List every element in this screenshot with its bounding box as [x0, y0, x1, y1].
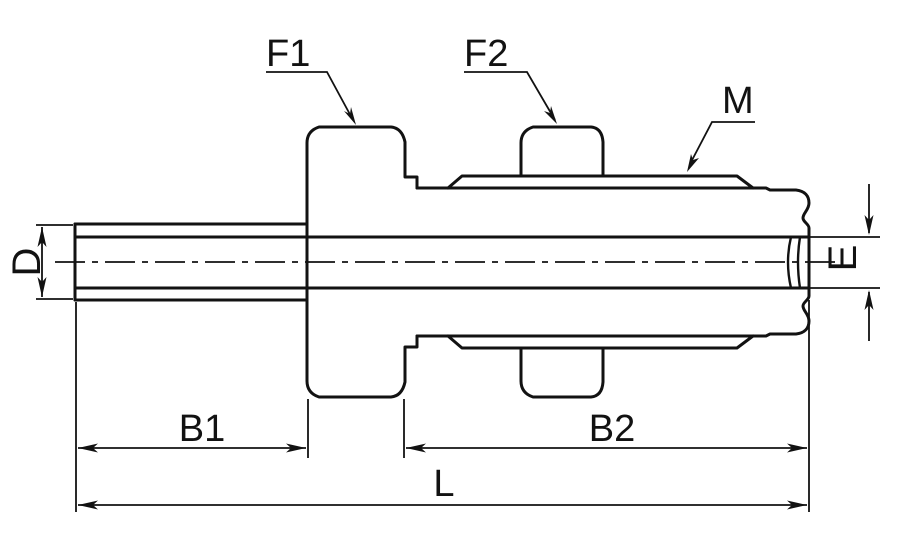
dimension-d: D: [5, 224, 73, 300]
l-arrow-right: [787, 500, 807, 510]
callout-f1: F1: [266, 33, 356, 125]
d-arrow-down: [37, 277, 47, 297]
e-arrow-up: [864, 290, 874, 310]
part-view: [55, 125, 835, 399]
hex1-outline: [305, 125, 419, 264]
callout-m: M: [687, 80, 755, 172]
b1-arrow-right: [286, 443, 306, 453]
hex2-outline: [519, 125, 605, 178]
f2-arrow: [544, 106, 557, 124]
f1-leader: [266, 71, 354, 121]
m-label: M: [722, 80, 754, 122]
d-label: D: [5, 248, 49, 277]
d-extension-lines: [36, 224, 73, 300]
l-arrow-left: [78, 500, 98, 510]
b2-arrow-left: [406, 443, 426, 453]
e-extension-lines: [809, 236, 880, 289]
thread-outline: [446, 174, 755, 190]
callout-f2: F2: [464, 33, 557, 124]
m-arrow: [687, 154, 699, 172]
b2-label: B2: [589, 408, 635, 450]
b2-arrow-right: [787, 443, 807, 453]
e-label: E: [821, 245, 865, 272]
e-arrow-down: [864, 215, 874, 235]
dimension-b2: B2: [403, 300, 810, 512]
dimension-b1: B1: [75, 302, 309, 512]
f1-label: F1: [266, 33, 310, 75]
d-arrow-up: [37, 227, 47, 247]
f1-arrow: [344, 107, 356, 125]
body-and-nose-outline: [415, 186, 811, 264]
b1-label: B1: [179, 408, 225, 450]
dimension-l: L: [78, 463, 807, 510]
f2-label: F2: [464, 33, 508, 75]
b1-arrow-left: [78, 443, 98, 453]
m-leader: [689, 121, 755, 165]
l-label: L: [433, 463, 454, 505]
f2-leader: [464, 71, 556, 121]
dimension-e: E: [809, 184, 880, 341]
